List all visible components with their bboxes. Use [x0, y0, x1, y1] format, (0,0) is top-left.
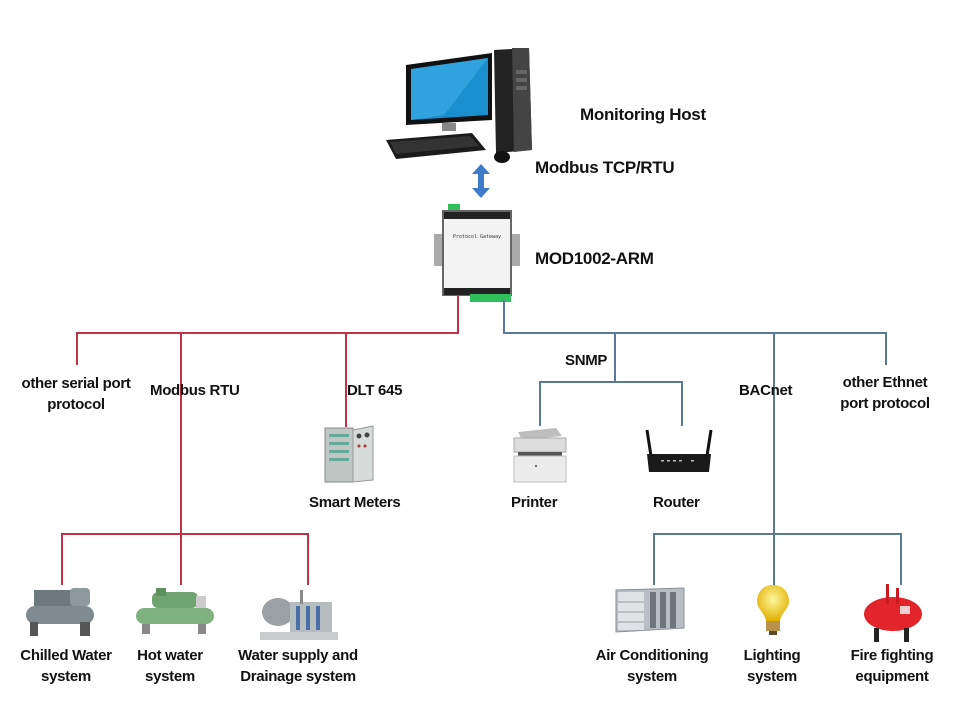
printer-drop [539, 381, 541, 426]
ethernet-trunk-line [503, 300, 505, 333]
air-handler-icon [614, 584, 686, 634]
bacnet-label: BACnet [739, 382, 793, 399]
lighting-line2: system [747, 668, 797, 685]
printer-icon [510, 426, 570, 484]
light-bulb-icon [755, 583, 791, 637]
lighting-label: Lighting system [732, 645, 812, 687]
other-serial-protocol-text: other serial port protocol [21, 375, 131, 413]
dlt645-label: DLT 645 [347, 382, 403, 399]
bacnet-device-bus [653, 533, 901, 535]
hot-water-line1: Hot water [137, 647, 203, 664]
fire-fighting-line2: equipment [855, 668, 929, 685]
pump-station-icon [260, 588, 338, 642]
chilled-water-line1: Chilled Water [20, 647, 112, 664]
water-supply-line1: Water supply and [238, 647, 358, 664]
fire-fighting-drop [900, 533, 902, 585]
ethernet-bus-line [503, 332, 886, 334]
snmp-device-bus [539, 381, 682, 383]
air-conditioning-line2: system [627, 668, 677, 685]
router-drop [681, 381, 683, 426]
lighting-line1: Lighting [743, 647, 801, 664]
router-icon [645, 426, 713, 476]
hot-water-unit-icon [134, 586, 216, 636]
bidirectional-arrow-icon [472, 164, 490, 198]
water-supply-line2: Drainage system [240, 668, 356, 685]
dlt645-drop [345, 332, 347, 427]
other-ethernet-protocol-label: other Ethnet port protocol [826, 372, 944, 414]
serial-bus-line [76, 332, 459, 334]
other-serial-protocol-label: other serial port protocol [14, 373, 138, 415]
fire-tank-icon [862, 584, 924, 644]
electric-cabinet-icon [323, 424, 375, 484]
link-protocol-label: Modbus TCP/RTU [535, 158, 675, 177]
hot-water-label: Hot water system [120, 645, 220, 687]
protocol-gateway-icon: Protocol Gateway [434, 204, 520, 304]
smart-meters-label: Smart Meters [309, 494, 401, 511]
snmp-drop [614, 332, 616, 382]
chilled-water-drop [61, 533, 63, 585]
air-conditioning-label: Air Conditioning system [591, 645, 713, 687]
gateway-model-label: MOD1002-ARM [535, 249, 654, 268]
fire-fighting-label: Fire fighting equipment [843, 645, 941, 687]
serial-trunk-line [457, 296, 459, 333]
snmp-label: SNMP [565, 352, 608, 369]
printer-label: Printer [511, 494, 558, 511]
air-conditioning-line1: Air Conditioning [595, 647, 709, 664]
modbus-rtu-drop [180, 332, 182, 534]
chiller-icon [20, 586, 100, 638]
bacnet-drop [773, 332, 775, 593]
other-ethernet-drop [885, 332, 887, 365]
water-supply-drop [307, 533, 309, 585]
modbus-rtu-label: Modbus RTU [150, 382, 240, 399]
serial-other-drop [76, 332, 78, 365]
monitoring-host-label: Monitoring Host [580, 105, 706, 124]
chilled-water-line2: system [41, 668, 91, 685]
hot-water-drop [180, 533, 182, 585]
other-ethernet-line1: other Ethnet [842, 374, 928, 391]
desktop-computer-icon [384, 45, 534, 170]
router-label: Router [653, 494, 700, 511]
modbus-device-bus [61, 533, 308, 535]
air-conditioning-drop [653, 533, 655, 585]
gateway-panel-text: Protocol Gateway [453, 234, 501, 240]
fire-fighting-line1: Fire fighting [850, 647, 934, 664]
hot-water-line2: system [145, 668, 195, 685]
other-ethernet-line2: port protocol [840, 395, 930, 412]
water-supply-label: Water supply and Drainage system [228, 645, 368, 687]
chilled-water-label: Chilled Water system [10, 645, 122, 687]
